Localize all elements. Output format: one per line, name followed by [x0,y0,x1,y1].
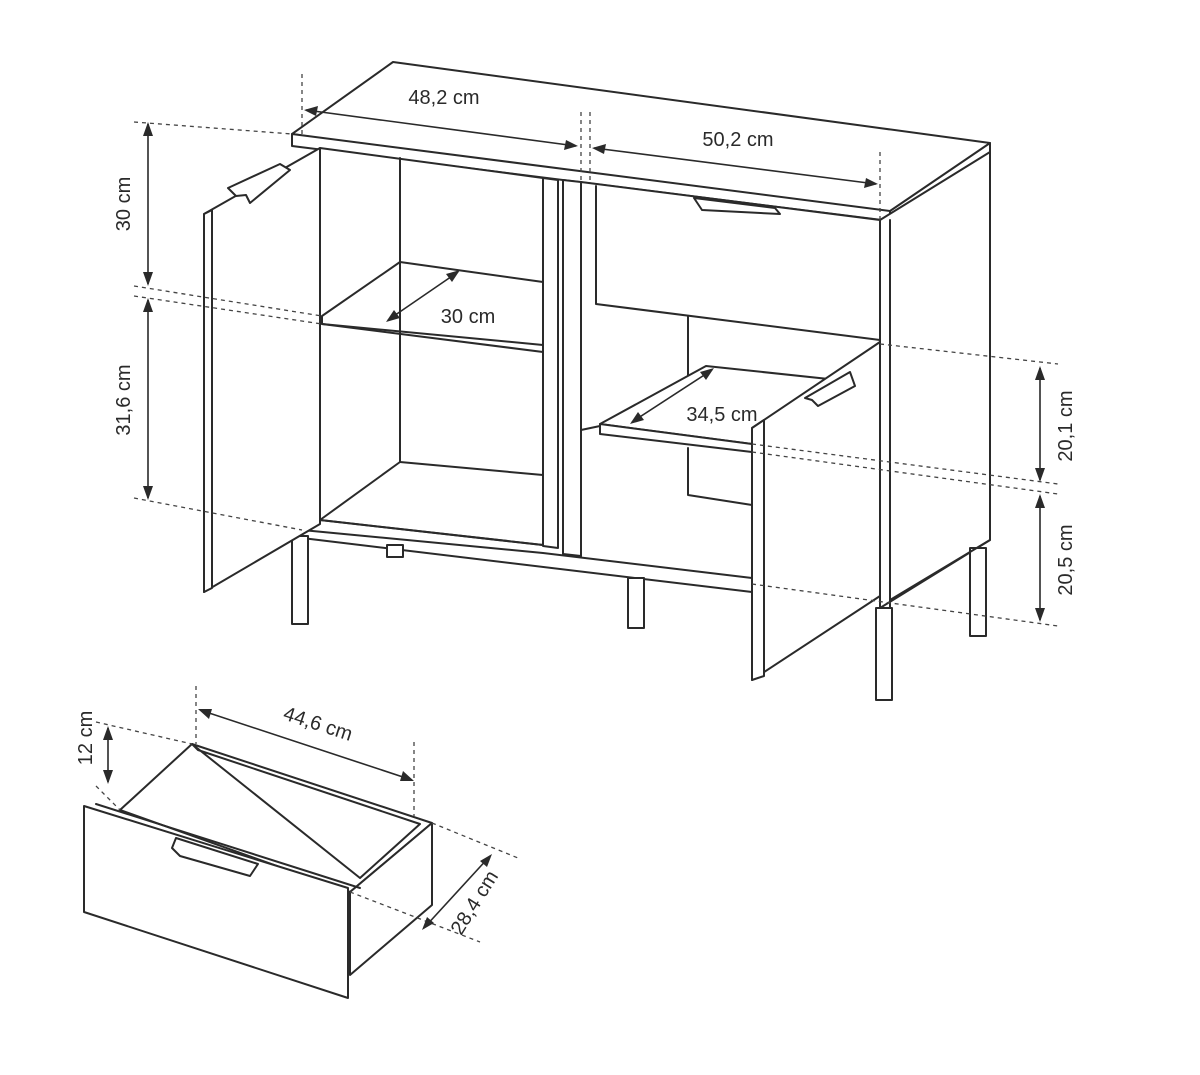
dimension-arrows [103,106,1045,930]
label-upper-height: 30 cm [113,177,135,231]
label-drawer-height: 12 cm [75,711,97,765]
right-door-edge [751,419,765,681]
left-door-handle [227,163,291,204]
label-left-shelf-depth: 30 cm [441,306,495,328]
center-divider [542,177,559,549]
right-door-handle [804,371,856,407]
extension-lines [95,74,1059,943]
label-left-width: 48,2 cm [408,87,479,109]
label-right-width: 50,2 cm [702,129,773,151]
leg-front-left [291,535,309,625]
leg-back-left [386,544,404,558]
left-compartment-back [319,147,544,546]
label-drawer-depth: 28,4 cm [447,867,503,939]
center-panel [562,179,582,557]
drawer-inner-side [191,743,421,879]
left-door [203,147,321,593]
drawer-side [349,822,433,976]
leg-side-right [969,547,987,637]
label-drawer-width: 44,6 cm [281,703,355,746]
cabinet-right-side [879,151,991,609]
label-right-lower-height: 20,5 cm [1055,524,1077,595]
label-lower-height: 31,6 cm [113,364,135,435]
cabinet-drawing [203,61,991,701]
label-right-upper-height: 20,1 cm [1055,390,1077,461]
leg-back-right [627,577,645,629]
left-door-edge [203,209,213,593]
drawer-front [83,805,349,999]
top-drawer-handle [693,197,781,215]
drawer-drawing [83,743,433,999]
leg-front-right [875,607,893,701]
drawer-handle [171,837,259,877]
label-right-shelf-depth: 34,5 cm [686,404,757,426]
